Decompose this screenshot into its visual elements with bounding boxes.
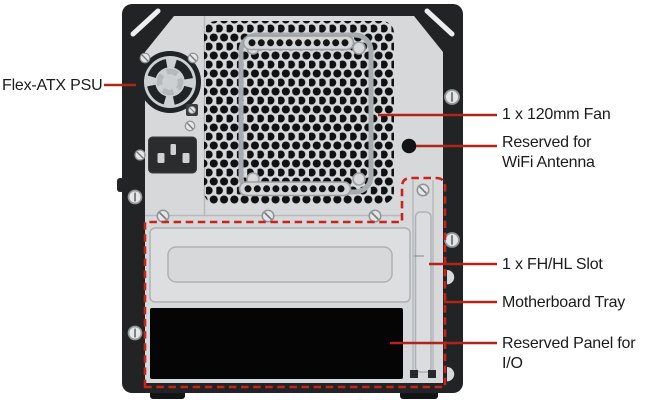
panel-screw [368, 209, 382, 223]
label-reserved-io-panel: Reserved Panel for I/O [502, 335, 636, 372]
bracket-screw [416, 183, 430, 197]
left-edge-nub [117, 178, 124, 192]
slot-bracket [410, 180, 436, 378]
thumbscrew [127, 189, 143, 205]
motherboard-tray-outline [143, 176, 447, 389]
psu-screw [184, 120, 196, 132]
io-reserved-panel [150, 308, 403, 379]
expansion-cover-plate [167, 246, 393, 283]
expansion-slot-area [149, 227, 411, 303]
panel-screw [156, 209, 170, 223]
psu-fan-vent [139, 51, 201, 113]
edge-notch [447, 270, 455, 285]
psu-screw [187, 105, 197, 115]
psu-screw [139, 52, 151, 64]
panel-screw [261, 209, 275, 223]
label-120mm-fan: 1 x 120mm Fan [502, 106, 611, 123]
label-motherboard-tray: Motherboard Tray [502, 294, 626, 311]
thumbscrew [443, 231, 461, 249]
edge-notch [447, 367, 455, 382]
fan-grille-vent [204, 21, 394, 204]
psu-screw [187, 52, 199, 64]
corner-slash-right [424, 8, 455, 37]
label-fhhl-slot: 1 x FH/HL Slot [502, 256, 603, 273]
corner-slash-left [130, 8, 161, 37]
label-wifi-antenna: Reserved for WiFi Antenna [502, 134, 595, 171]
thumbscrew [127, 325, 143, 341]
power-inlet-socket [148, 136, 197, 174]
thumbscrew [443, 88, 461, 106]
wifi-antenna-hole [401, 138, 417, 154]
label-flex-atx-psu: Flex-ATX PSU [2, 77, 103, 94]
edge-screw [134, 149, 146, 161]
